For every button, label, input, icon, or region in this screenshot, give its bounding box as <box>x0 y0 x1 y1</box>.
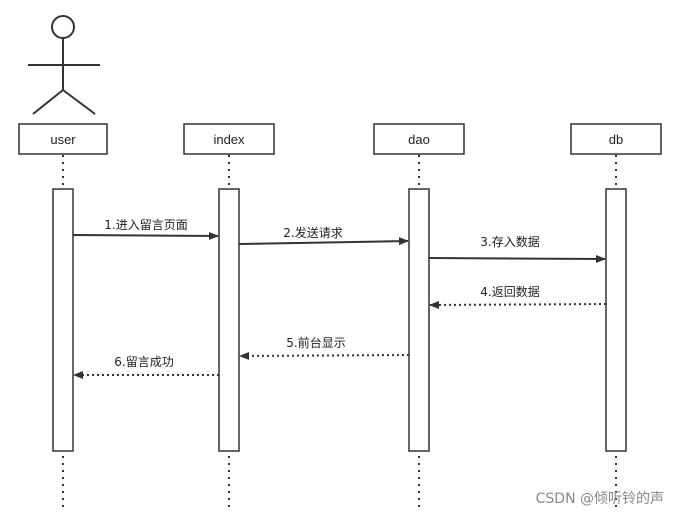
message-2-label: 2.发送请求 <box>283 225 342 240</box>
participant-db: db <box>570 123 662 155</box>
message-5-arrow <box>239 351 410 360</box>
participant-index: index <box>183 123 275 155</box>
watermark-text: CSDN @倾听铃的声 <box>536 491 664 507</box>
message-6-label: 6.留言成功 <box>114 355 173 369</box>
message-2-arrow <box>238 237 409 246</box>
participant-user: user <box>18 123 108 155</box>
activation-index <box>218 188 240 452</box>
participant-user-label: user <box>50 132 76 147</box>
participant-index-label: index <box>213 132 245 147</box>
activation-db <box>605 188 627 452</box>
actor-user-figure <box>28 15 100 115</box>
message-1-arrow <box>72 231 219 240</box>
participant-dao: dao <box>373 123 465 155</box>
message-4-label: 4.返回数据 <box>480 284 539 299</box>
participant-dao-label: dao <box>408 132 430 147</box>
message-1-label: 1.进入留言页面 <box>104 218 187 232</box>
message-5-label: 5.前台显示 <box>286 335 345 350</box>
message-4-arrow <box>429 300 607 309</box>
participant-db-label: db <box>609 132 623 147</box>
activation-dao <box>408 188 430 452</box>
activation-user <box>52 188 74 452</box>
message-3-label: 3.存入数据 <box>480 234 539 249</box>
message-3-arrow <box>428 254 606 263</box>
